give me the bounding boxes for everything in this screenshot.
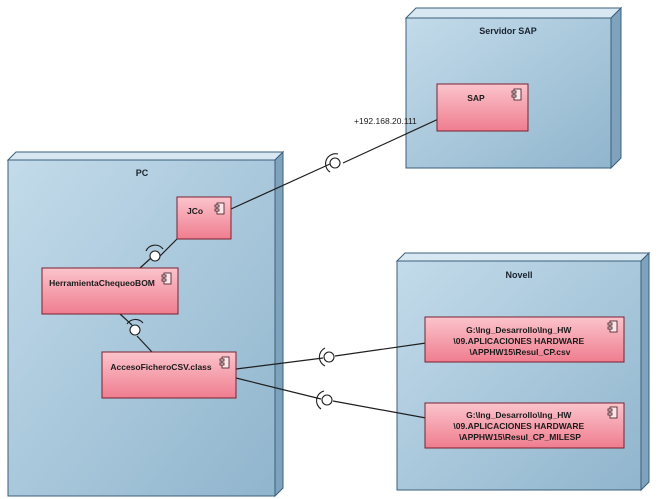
node-title-servidor-sap: Servidor SAP (479, 26, 537, 36)
component-herramienta-chequeo-bom[interactable]: HerramientaChequeoBOM (41, 267, 179, 315)
node-title-novell: Novell (505, 270, 532, 280)
component-label-acceso: AccesoFicheroCSV.class (110, 362, 212, 372)
path-line-2: \09.APLICACIONES HARDWARE (453, 336, 584, 346)
interface-jco-sap[interactable] (325, 153, 341, 173)
path-line-3: \APPHW15\Resul_CP_MILESP (459, 432, 581, 442)
wire-acceso-resulcp[interactable] (235, 357, 324, 370)
path-line-2: \09.APLICACIONES HARDWARE (453, 421, 584, 431)
path-line-1: G:\Ing_Desarrollo\Ing_HW (466, 325, 572, 335)
node-novell[interactable]: Novell (395, 251, 651, 492)
interface-acceso-resulcp[interactable] (318, 347, 335, 367)
interface-herramienta-acceso[interactable] (126, 318, 144, 336)
path-line-1: G:\Ing_Desarrollo\Ing_HW (466, 410, 572, 420)
component-label-jco: JCo (187, 206, 203, 216)
component-icon (219, 356, 230, 369)
component-label-resul-milesp: G:\Ing_Desarrollo\Ing_HW \09.APLICACIONE… (453, 410, 586, 442)
interface-acceso-milesp[interactable] (315, 390, 333, 410)
wire-jco-sap[interactable] (230, 163, 331, 210)
node-title-pc: PC (136, 168, 149, 178)
interfaces (126, 153, 341, 410)
component-label-resul-cp: G:\Ing_Desarrollo\Ing_HW \09.APLICACIONE… (453, 325, 586, 357)
component-icon (511, 88, 522, 101)
path-line-3: \APPHW15\Resul_CP.csv (470, 347, 571, 357)
component-icon (607, 406, 618, 419)
component-icon (607, 320, 618, 333)
component-label-herramienta: HerramientaChequeoBOM (49, 278, 155, 288)
wire-acceso-herramienta[interactable] (136, 335, 153, 353)
component-icon (161, 272, 172, 285)
component-icon (214, 202, 225, 215)
wire-herramienta-acceso[interactable] (119, 313, 133, 326)
wire-milesp-acceso[interactable] (332, 400, 427, 419)
connection-label-ip: +192.168.20.111 (354, 116, 417, 126)
wire-acceso-milesp[interactable] (235, 377, 322, 400)
component-sap[interactable]: SAP (436, 83, 529, 132)
wire-herramienta-jco[interactable] (139, 257, 152, 269)
component-acceso-fichero-csv[interactable]: AccesoFicheroCSV.class (101, 351, 237, 399)
component-label-sap: SAP (467, 93, 485, 103)
wire-resulcp-acceso[interactable] (334, 342, 427, 357)
interface-jco-herramienta[interactable] (145, 244, 164, 262)
component-resul-cp-milesp[interactable]: G:\Ing_Desarrollo\Ing_HW \09.APLICACIONE… (424, 402, 625, 449)
component-resul-cp-csv[interactable]: G:\Ing_Desarrollo\Ing_HW \09.APLICACIONE… (424, 316, 625, 363)
component-jco[interactable]: JCo (176, 196, 232, 240)
